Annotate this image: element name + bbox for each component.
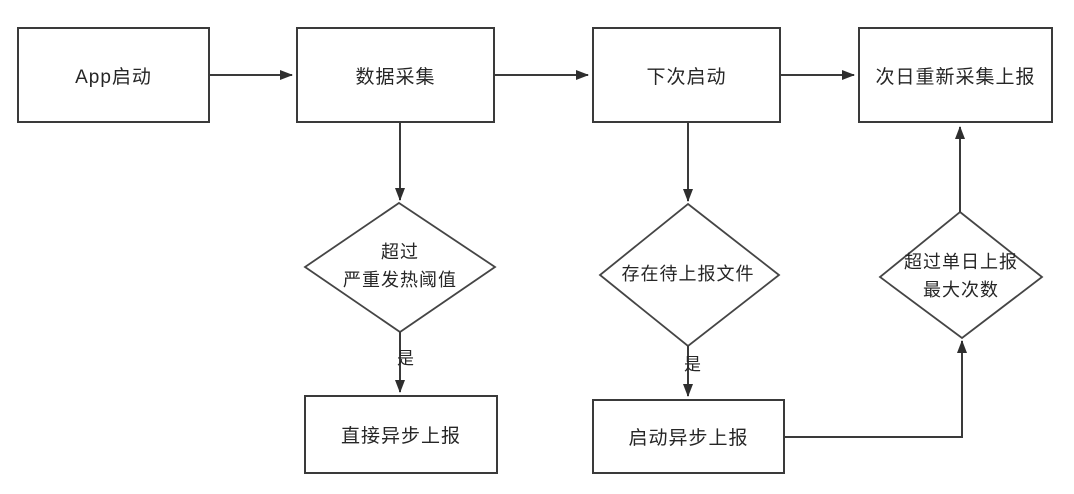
decision-over-threshold-shape <box>303 201 497 334</box>
edge-async-to-dailymax <box>785 340 967 438</box>
node-app-start: App启动 <box>17 27 210 123</box>
node-direct-report-label: 直接异步上报 <box>340 426 461 447</box>
decision-pending-file-shape <box>598 202 781 348</box>
node-app-start-label: App启动 <box>75 66 152 88</box>
node-next-day-report-label: 次日重新采集上报 <box>875 66 1036 88</box>
node-next-launch-label: 下次启动 <box>646 66 727 88</box>
node-data-collect-label: 数据采集 <box>355 66 436 88</box>
node-next-day-report: 次日重新采集上报 <box>858 27 1053 123</box>
node-next-launch: 下次启动 <box>592 27 781 123</box>
node-start-async-report-label: 启动异步上报 <box>628 428 749 449</box>
node-data-collect: 数据采集 <box>296 27 495 123</box>
node-start-async-report: 启动异步上报 <box>592 399 785 474</box>
edge-label-yes-threshold: 是 <box>397 349 414 368</box>
node-direct-report: 直接异步上报 <box>304 395 498 474</box>
decision-over-daily-max-shape <box>878 210 1044 340</box>
edge-label-yes-pending: 是 <box>684 355 701 374</box>
